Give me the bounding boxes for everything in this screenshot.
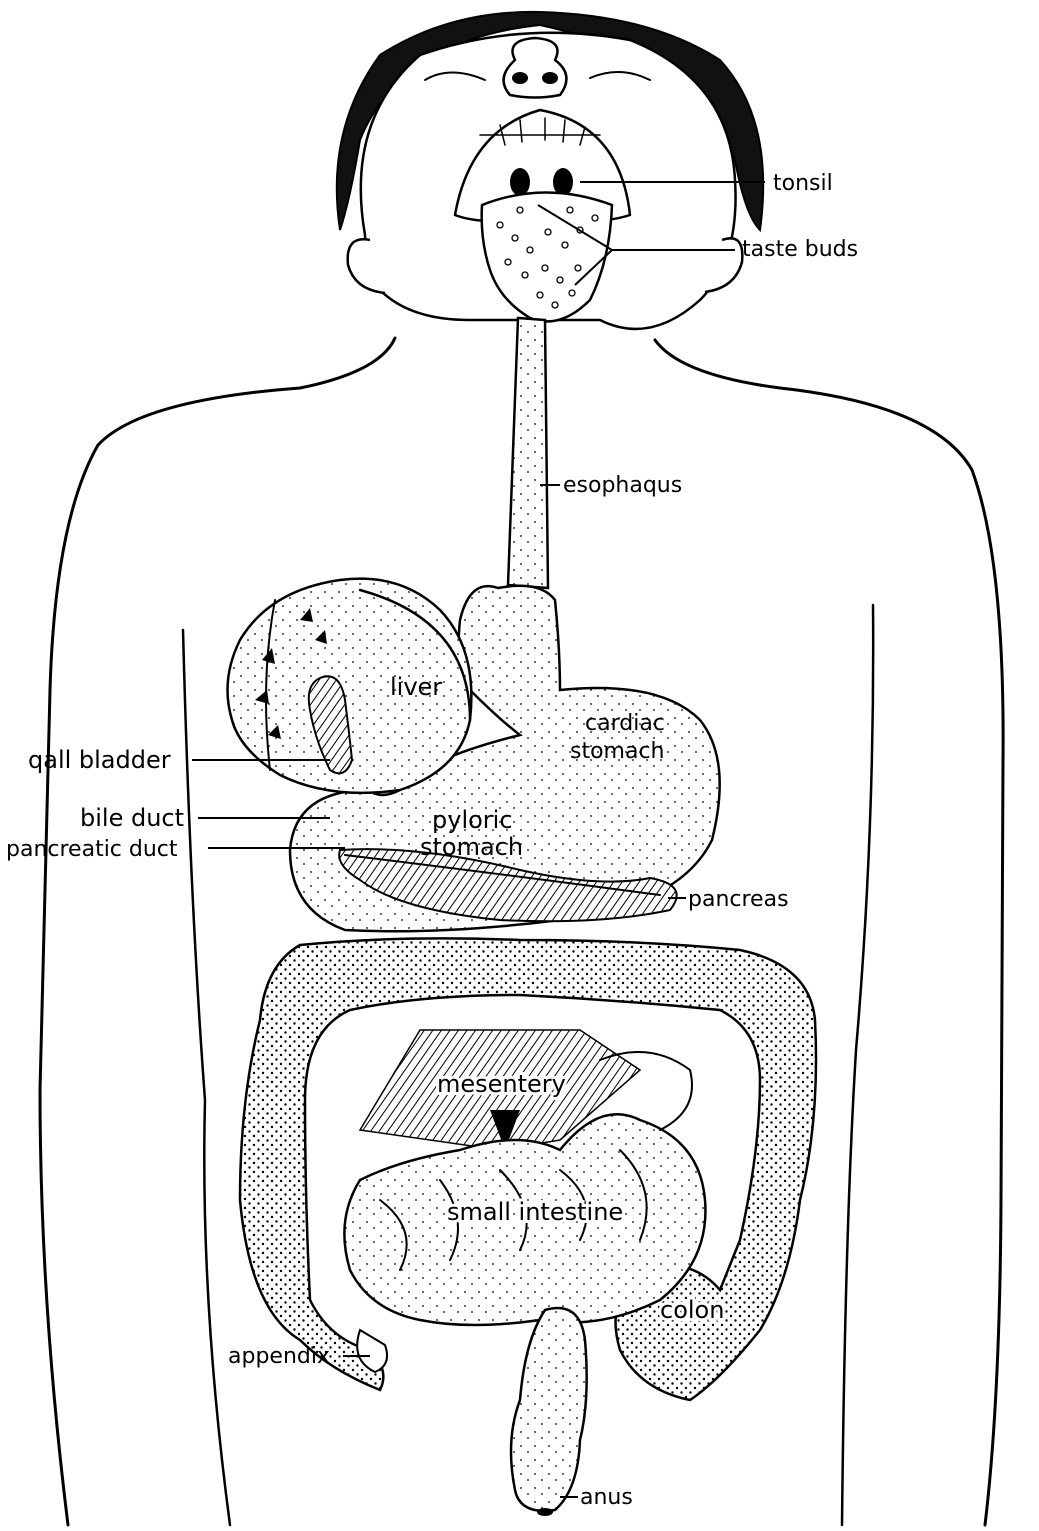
label-liver: liver — [390, 673, 442, 701]
label-esophagus: esophaqus — [563, 473, 682, 498]
label-pancreatic-duct: pancreatic duct — [6, 837, 178, 862]
nose — [504, 38, 567, 98]
label-cardiac-stomach-line2: stomach — [570, 739, 665, 764]
label-appendix: appendix — [228, 1344, 330, 1369]
label-colon: colon — [660, 1296, 724, 1324]
anus-opening — [537, 1508, 553, 1516]
label-gall-bladder: qall bladder — [28, 746, 171, 774]
label-pyloric-stomach-line2: stomach — [420, 833, 523, 861]
label-mesentery: mesentery — [437, 1070, 566, 1098]
label-small-intestine: small intestine — [447, 1198, 623, 1226]
label-pancreas: pancreas — [688, 887, 789, 912]
rectum — [511, 1308, 587, 1511]
label-anus: anus — [580, 1485, 633, 1510]
head — [337, 12, 763, 329]
label-taste-buds: taste buds — [742, 237, 858, 262]
label-tonsil: tonsil — [773, 171, 833, 196]
label-bile-duct: bile duct — [80, 804, 184, 832]
esophagus — [508, 318, 548, 588]
label-pyloric-stomach-line1: pyloric — [432, 806, 513, 834]
label-cardiac-stomach-line1: cardiac — [585, 711, 665, 736]
